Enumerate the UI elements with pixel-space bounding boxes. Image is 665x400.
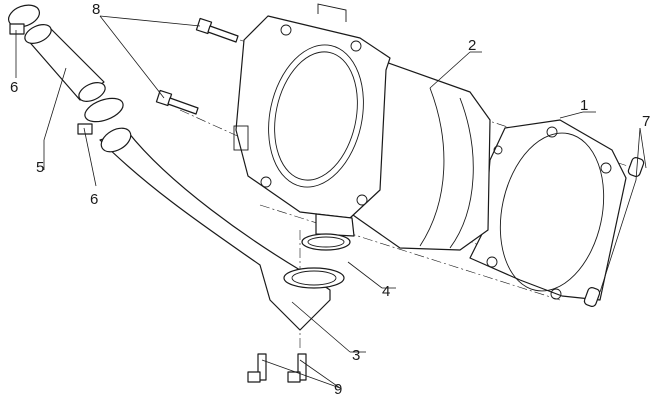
callout-9: 9 [334,381,342,398]
rubber-hose [24,24,106,102]
callout-labels: 1 2 3 4 5 6 6 7 8 9 [10,1,650,398]
dowel-pins [583,157,645,307]
callout-2: 2 [468,37,476,54]
leader-lines [15,15,647,389]
mounting-bolts-lower [247,353,307,383]
callout-5: 5 [36,159,44,176]
callout-4: 4 [382,283,390,300]
hose-clamp-top [7,4,41,35]
cylinder-block [233,3,491,251]
callout-6-top: 6 [10,79,18,96]
callout-6-middle: 6 [90,191,98,208]
callout-1: 1 [580,97,588,114]
mounting-bolts-upper [155,17,239,115]
cylinder-base-gasket [469,119,627,301]
o-ring [301,233,351,251]
callout-7: 7 [642,113,650,130]
callout-8: 8 [92,1,100,18]
coolant-pipe [99,127,345,331]
callout-3: 3 [352,347,360,364]
